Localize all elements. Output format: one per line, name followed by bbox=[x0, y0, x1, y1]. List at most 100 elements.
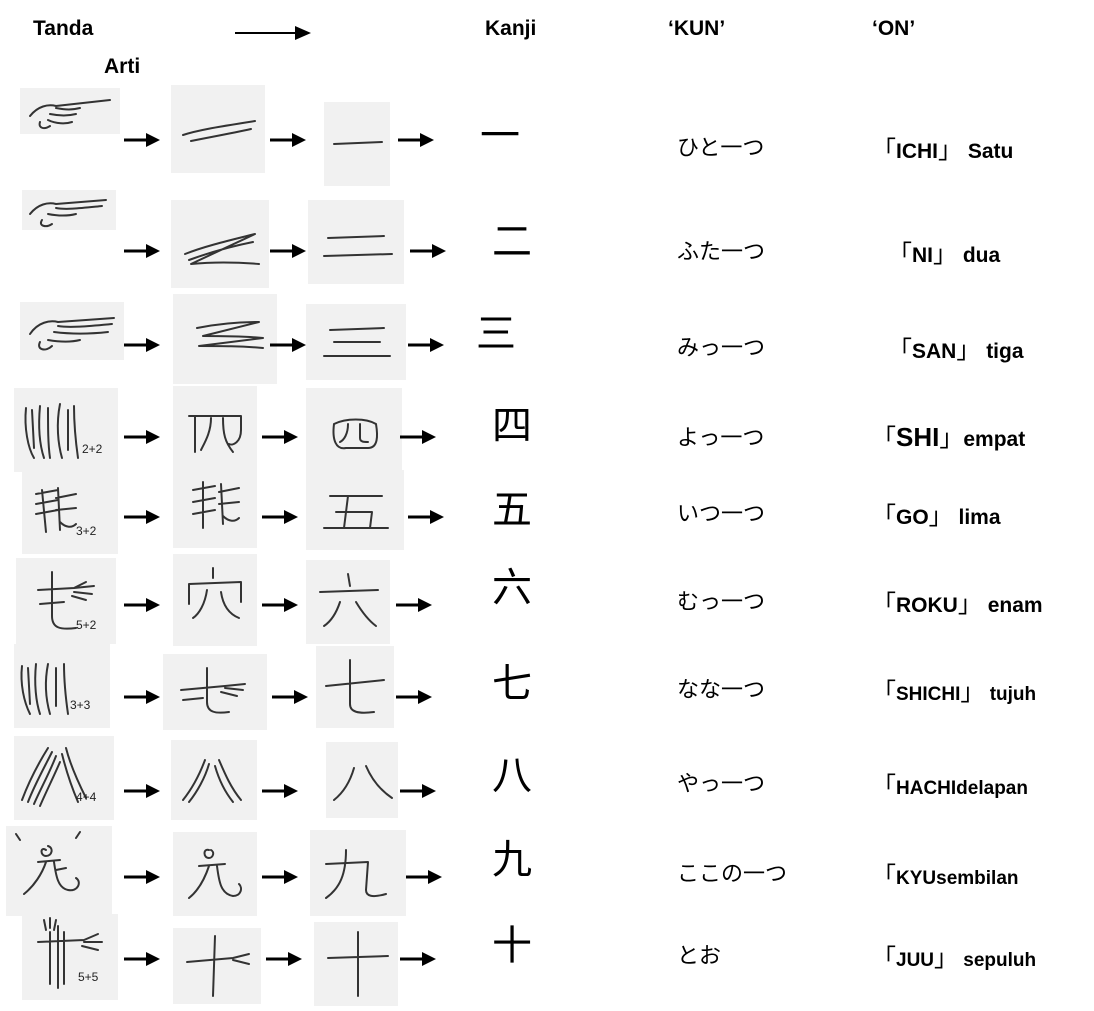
pictogram-image bbox=[173, 554, 257, 646]
arrow-icon bbox=[262, 430, 298, 444]
transition-image bbox=[308, 200, 404, 284]
header-arti: Arti bbox=[104, 55, 141, 78]
arrow-icon bbox=[408, 338, 444, 352]
transition-image bbox=[316, 646, 394, 728]
header-kanji: Kanji bbox=[485, 17, 537, 40]
pictogram-image bbox=[173, 832, 257, 916]
pictogram-image bbox=[171, 85, 265, 173]
hand-sign-image: 5+2 bbox=[16, 558, 116, 644]
table-row: 3+3 七 なな一つ 「SHICHI」 tujuh bbox=[0, 644, 1094, 740]
kanji-character: 四 bbox=[492, 403, 532, 449]
arrow-icon bbox=[124, 598, 160, 612]
transition-image bbox=[306, 560, 390, 644]
on-reading: 「KYUsembilan bbox=[872, 862, 1019, 890]
transition-image bbox=[326, 742, 398, 818]
kun-reading: よっ一つ bbox=[677, 426, 765, 451]
arrow-icon bbox=[270, 338, 306, 352]
arrow-icon bbox=[272, 690, 308, 704]
table-row: 九 ここの一つ 「KYUsembilan bbox=[0, 826, 1094, 922]
arrow-icon bbox=[406, 870, 442, 884]
arrow-icon bbox=[396, 690, 432, 704]
pictogram-image bbox=[173, 462, 257, 548]
on-reading: 「SAN」 tiga bbox=[888, 336, 1024, 364]
on-reading: 「SHI」empat bbox=[872, 422, 1026, 452]
kanji-character: 一 bbox=[480, 113, 520, 159]
kun-reading: なな一つ bbox=[677, 678, 766, 703]
transition-image bbox=[324, 102, 390, 186]
arrow-icon bbox=[270, 244, 306, 258]
on-reading: 「JUU」 sepuluh bbox=[872, 944, 1037, 972]
arrow-icon bbox=[124, 338, 160, 352]
hand-sign-image: 4+4 bbox=[14, 736, 114, 820]
finger-sign-image bbox=[22, 190, 116, 230]
table-row: 4+4 八 やっ一つ 「HACHIdelapan bbox=[0, 736, 1094, 832]
kanji-character: 九 bbox=[492, 837, 532, 883]
pictogram-image bbox=[171, 740, 257, 820]
hand-sign-image: 5+5 bbox=[22, 914, 118, 1000]
arrow-icon bbox=[270, 133, 306, 147]
pictogram-image bbox=[173, 386, 257, 476]
arrow-icon bbox=[262, 510, 298, 524]
header-tanda: Tanda bbox=[33, 17, 94, 40]
on-reading: 「SHICHI」 tujuh bbox=[872, 678, 1037, 706]
kanji-character: 三 bbox=[476, 311, 516, 357]
kun-reading: とお bbox=[677, 944, 722, 969]
arrow-icon bbox=[262, 598, 298, 612]
arrow-icon bbox=[124, 784, 160, 798]
on-reading: 「NI」 dua bbox=[888, 240, 1001, 268]
on-reading: 「ROKU」 enam bbox=[872, 590, 1043, 618]
arrow-icon bbox=[124, 952, 160, 966]
arrow-icon bbox=[400, 952, 436, 966]
arrow-icon bbox=[398, 133, 434, 147]
transition-image bbox=[310, 830, 406, 916]
pictogram-image bbox=[173, 294, 277, 384]
kanji-character: 五 bbox=[492, 487, 532, 533]
table-row: 5+2 六 むっ一つ 「ROKU」 enam bbox=[0, 554, 1094, 654]
kun-reading: ひと一つ bbox=[677, 136, 765, 161]
arrow-icon bbox=[266, 952, 302, 966]
transition-image bbox=[306, 470, 404, 550]
kun-reading: みっ一つ bbox=[677, 336, 766, 361]
kun-reading: やっ一つ bbox=[677, 772, 766, 797]
transition-image bbox=[306, 304, 406, 380]
transition-image bbox=[314, 922, 398, 1006]
arrow-icon bbox=[124, 430, 160, 444]
table-row: 一 ひと一つ 「ICHI」 Satu bbox=[0, 85, 1094, 186]
hand-sign-image: 2+2 bbox=[14, 388, 118, 472]
arrow-icon bbox=[400, 784, 436, 798]
arrow-icon bbox=[262, 870, 298, 884]
kanji-character: 八 bbox=[492, 753, 532, 799]
arrow-icon bbox=[400, 430, 436, 444]
kanji-character: 十 bbox=[492, 923, 532, 969]
figure-sign-image bbox=[6, 826, 112, 916]
arrow-icon bbox=[396, 598, 432, 612]
table-row: 5+5 十 とお 「JUU」 sepuluh bbox=[0, 914, 1094, 1010]
kun-reading: いつ一つ bbox=[677, 502, 766, 527]
table-row: 3+2 五 いつ一つ 「GO」 lima bbox=[0, 462, 1094, 562]
table-row: 三 みっ一つ 「SAN」 tiga bbox=[0, 294, 1094, 392]
header-arrow-icon bbox=[235, 26, 311, 40]
on-reading: 「GO」 lima bbox=[872, 502, 1001, 530]
pictogram-image bbox=[173, 928, 261, 1004]
arrow-icon bbox=[262, 784, 298, 798]
pictogram-image bbox=[171, 200, 269, 288]
kun-reading: ふた一つ bbox=[677, 240, 766, 265]
transition-image bbox=[306, 388, 402, 472]
hand-sign-image: 3+3 bbox=[14, 644, 110, 728]
kun-reading: むっ一つ bbox=[677, 590, 766, 615]
arrow-icon bbox=[408, 510, 444, 524]
table-row: 二 ふた一つ 「NI」 dua bbox=[0, 190, 1094, 288]
arrow-icon bbox=[124, 870, 160, 884]
finger-sign-image bbox=[20, 88, 120, 134]
arrow-icon bbox=[124, 133, 160, 147]
header-kun: ‘KUN’ bbox=[668, 17, 726, 40]
kanji-character: 七 bbox=[492, 661, 532, 707]
pictogram-image bbox=[163, 654, 267, 730]
arrow-icon bbox=[124, 244, 160, 258]
on-reading: 「ICHI」 Satu bbox=[872, 136, 1014, 164]
kun-reading: ここの一つ bbox=[677, 862, 788, 887]
table-row: 2+2 四 よっ一つ 「SHI」empat bbox=[0, 386, 1094, 484]
kanji-character: 六 bbox=[492, 565, 532, 611]
kanji-character: 二 bbox=[492, 219, 532, 265]
hand-sign-image: 3+2 bbox=[22, 468, 118, 554]
